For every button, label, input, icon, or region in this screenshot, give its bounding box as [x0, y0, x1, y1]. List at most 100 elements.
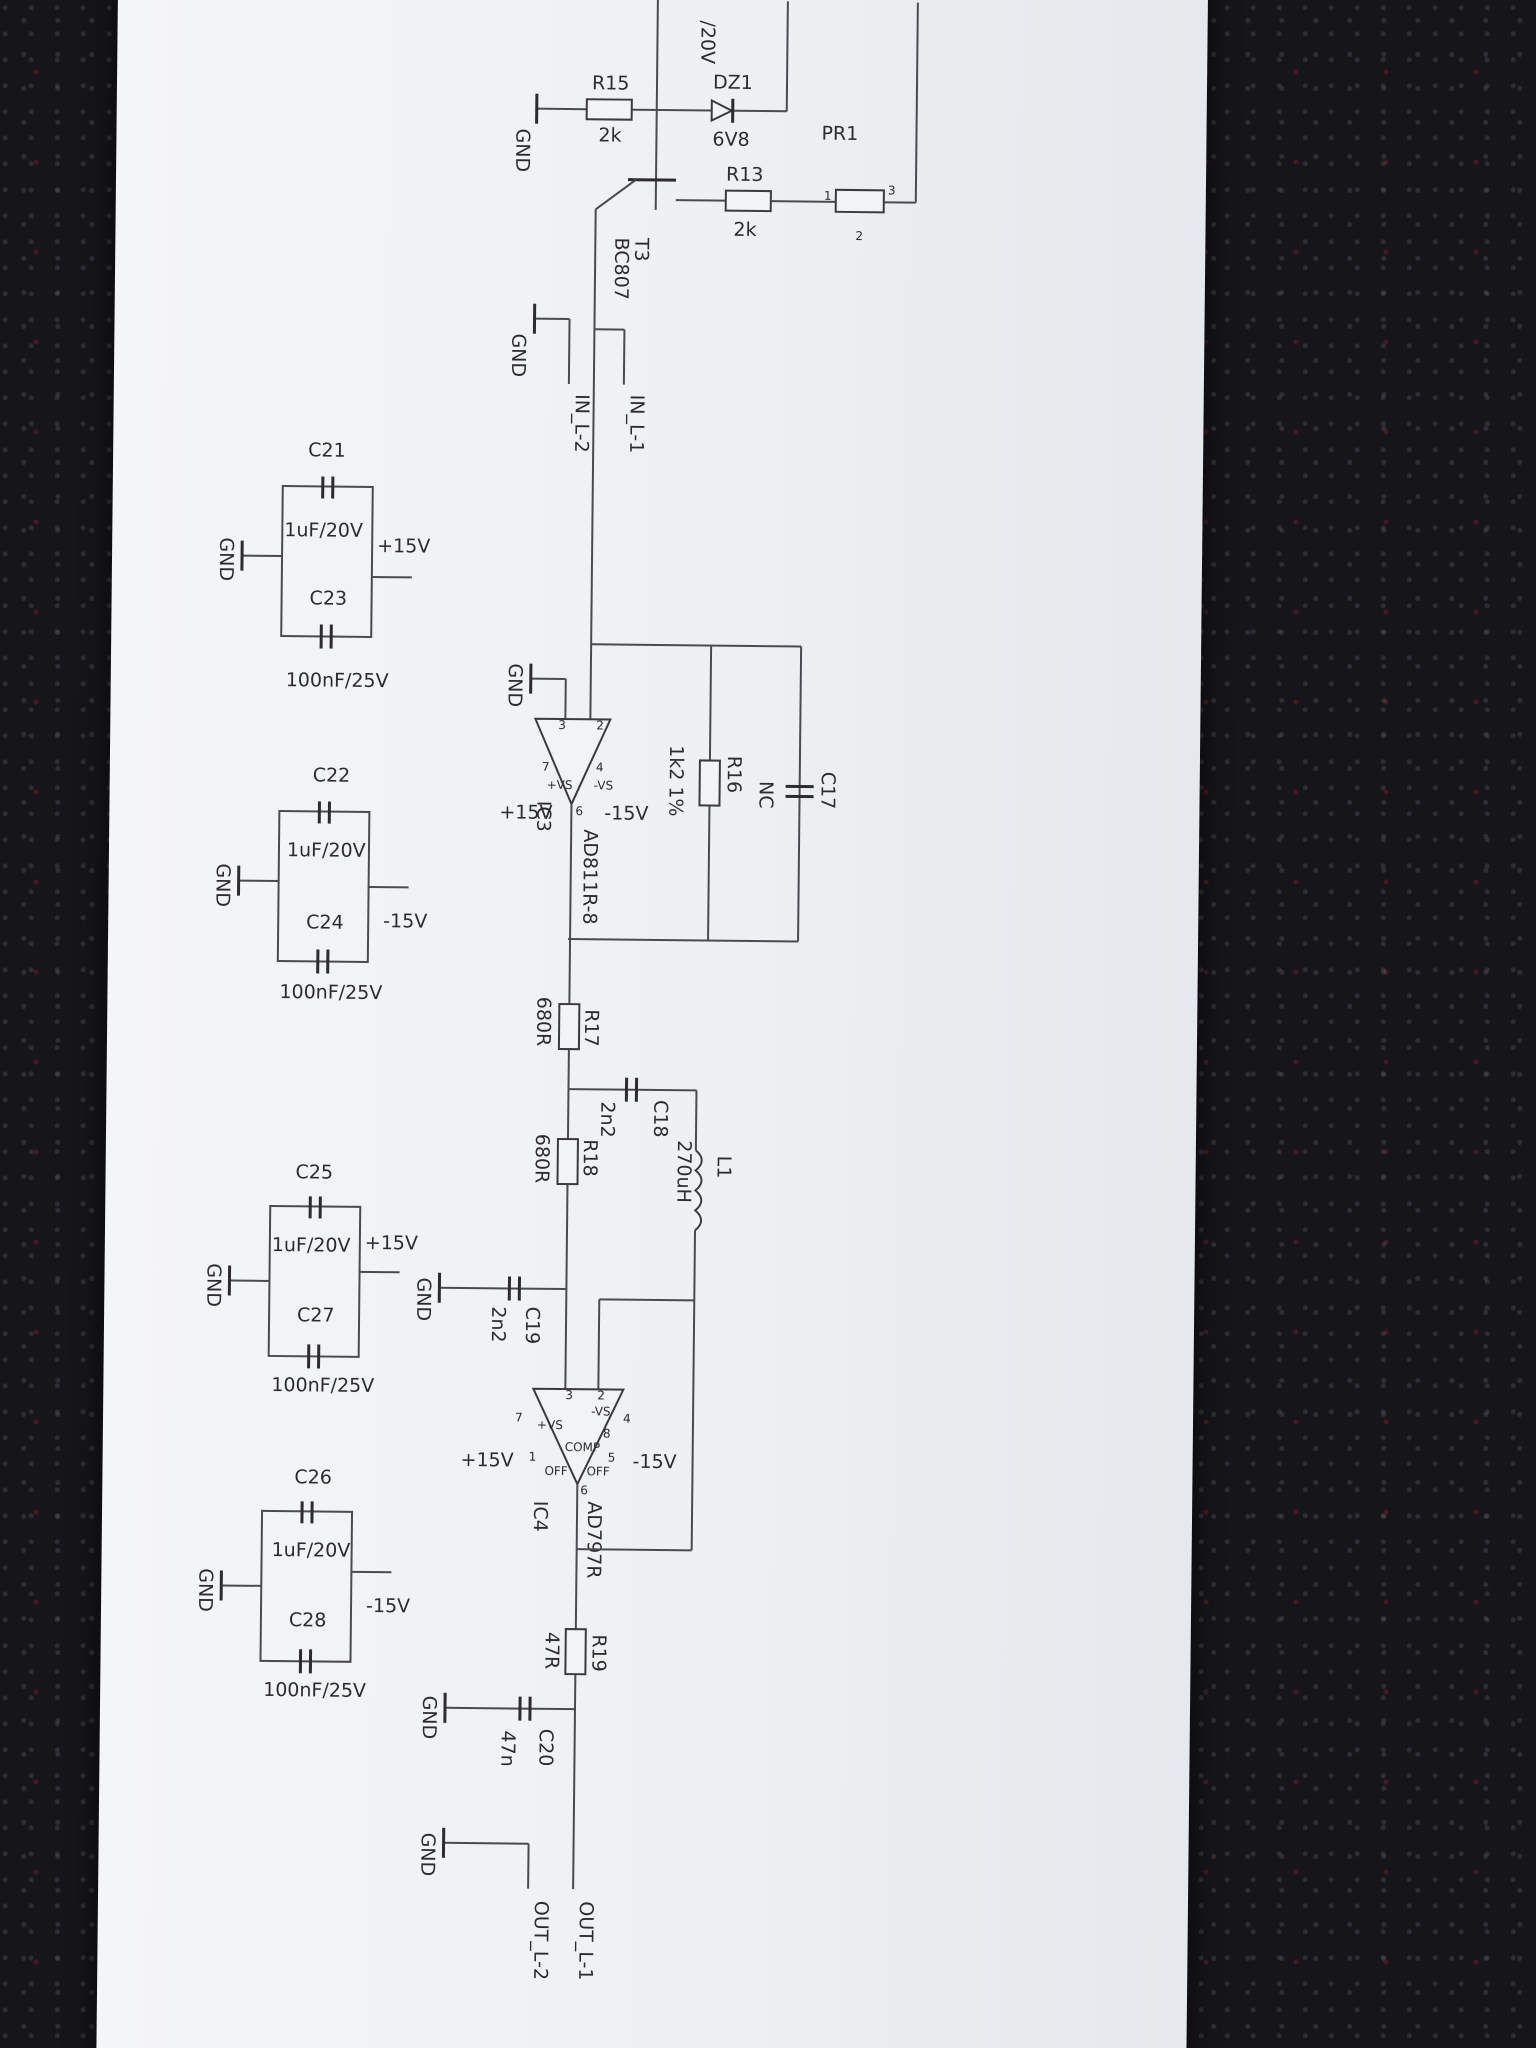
- ic4-part: AD797R: [582, 1501, 605, 1578]
- ic3-pin2: 2: [596, 718, 604, 732]
- ic4-pin5: 5: [608, 1451, 616, 1465]
- c20-value: 47n: [496, 1730, 518, 1766]
- gnd-label: GND: [202, 1263, 224, 1307]
- ic4-vs-neg: -VS: [591, 1404, 611, 1418]
- gnd-label: GND: [416, 1833, 438, 1877]
- decoupling-3-cer-value: 100nF/25V: [263, 1679, 366, 1702]
- c18-value: 2n2: [596, 1101, 618, 1137]
- t3-value: BC807: [610, 237, 633, 299]
- filter-section: R17 680R C18 2n2 L1 270uH R18 680R C19: [412, 939, 735, 1551]
- decoupling-0-elec-ref: C21: [308, 439, 346, 461]
- r13-ref: R13: [726, 164, 764, 186]
- l1-value: 270uH: [672, 1140, 695, 1203]
- decoupling-1-elec-value: 1uF/20V: [287, 839, 366, 862]
- ic4-pin1: 1: [529, 1450, 537, 1464]
- r19-ref: R19: [587, 1634, 609, 1672]
- decoupling-1-cer-ref: C24: [306, 911, 344, 933]
- decoupling-3-cer-ref: C28: [289, 1609, 327, 1631]
- r17-ref: R17: [580, 1009, 602, 1047]
- ic4-pin3: 3: [565, 1388, 573, 1402]
- decoupling-0-rail: +15V: [377, 535, 430, 558]
- ic3-pin6: 6: [575, 804, 583, 818]
- regulator-section: R15 2k GND DZ1 6V8 /20V T3 BC807: [507, 0, 919, 454]
- resistor-r19: [564, 1628, 587, 1676]
- dz1-value: 6V8: [712, 129, 749, 151]
- schematic-paper-sheet: R15 2k GND DZ1 6V8 /20V T3 BC807: [96, 0, 1208, 2048]
- ic4-pin7: 7: [515, 1411, 523, 1425]
- trimmer-pr1: [834, 188, 885, 214]
- input-port-in2: IN_L-2: [570, 394, 593, 453]
- ic3-pin3: 3: [558, 718, 566, 732]
- ic3-pin7: 7: [542, 760, 550, 774]
- ic3-ref: IC3: [532, 801, 554, 832]
- resistor-r17: [557, 1002, 581, 1051]
- opamp-ic4: [531, 1387, 625, 1487]
- r13-value: 2k: [733, 219, 756, 241]
- r16-value: 1k2 1%: [664, 745, 687, 817]
- ic3-neg-supply: -15V: [604, 802, 648, 824]
- ic4-ref: IC4: [529, 1501, 551, 1532]
- decoupling-c21-c23: GND +15V C21 1uF/20V C23 100nF/25V: [215, 439, 431, 692]
- ic4-pin4: 4: [623, 1412, 631, 1426]
- decoupling-c25-c27: GND +15V C25 1uF/20V C27 100nF/25V: [202, 1161, 418, 1397]
- ic3-vs-pos: +VS: [547, 778, 573, 792]
- ic4-pin6: 6: [580, 1483, 588, 1497]
- stage1-ic3-section: GND 3 2 4 7 6 +VS -VS +15V -15V IC3 AD81…: [499, 329, 839, 943]
- decoupling-3-elec-ref: C26: [294, 1466, 332, 1488]
- decoupling-2-rail: +15V: [365, 1232, 418, 1255]
- pr1-pin2: 2: [855, 229, 863, 243]
- ic4-vs-pos: +VS: [537, 1418, 563, 1432]
- stage2-ic4-section: 3 2 7 4 8 5 1 6 COMP OFF OFF +VS -VS +15…: [416, 1319, 692, 1981]
- c20-ref: C20: [534, 1729, 556, 1767]
- c17-ref: C17: [816, 772, 838, 810]
- r17-value: 680R: [532, 997, 555, 1047]
- resistor-r18: [556, 1137, 579, 1186]
- ic4-neg-supply: -15V: [632, 1451, 676, 1473]
- t3-ref: T3: [630, 237, 652, 262]
- pr1-ref: PR1: [821, 123, 858, 145]
- ic3-pos-supply: +15V: [499, 801, 552, 824]
- decoupling-c22-c24: GND -15V C22 1uF/20V C24 100nF/25V: [211, 764, 427, 1004]
- decoupling-1-elec-ref: C22: [313, 764, 351, 786]
- ic4-pos-supply: +15V: [460, 1449, 513, 1472]
- c19-ref: C19: [521, 1307, 543, 1345]
- gnd-label: GND: [412, 1277, 434, 1321]
- decoupling-0-cer-ref: C23: [309, 587, 347, 609]
- resistor-r15: [585, 98, 633, 121]
- gnd-label: GND: [194, 1568, 216, 1612]
- input-port-in1: IN_L-1: [625, 395, 648, 454]
- decoupling-2-elec-value: 1uF/20V: [272, 1234, 351, 1257]
- r15-value: 2k: [598, 124, 621, 146]
- opamp-ic3: [533, 717, 612, 807]
- resistor-r13: [724, 189, 772, 213]
- c19-value: 2n2: [487, 1306, 509, 1342]
- resistor-r16: [698, 759, 721, 807]
- decoupling-2-elec-ref: C25: [295, 1161, 333, 1183]
- ic3-part: AD811R-8: [578, 829, 601, 925]
- gnd-label: GND: [211, 863, 233, 907]
- schematic-drawing: R15 2k GND DZ1 6V8 /20V T3 BC807: [194, 0, 919, 1981]
- r18-value: 680R: [530, 1134, 553, 1184]
- output-port-out2: OUT_L-2: [529, 1901, 552, 1980]
- r18-ref: R18: [579, 1139, 601, 1177]
- ic4-off-right: OFF: [586, 1464, 609, 1478]
- decoupling-1-cer-value: 100nF/25V: [279, 981, 382, 1004]
- ic3-vs-neg: -VS: [594, 778, 614, 792]
- pr1-pin3: 3: [888, 183, 896, 197]
- decoupling-0-elec-value: 1uF/20V: [284, 519, 363, 542]
- c18-ref: C18: [649, 1100, 671, 1138]
- ic4-pin2: 2: [597, 1388, 605, 1402]
- ic3-pin4: 4: [596, 760, 604, 774]
- ic4-off-left: OFF: [544, 1464, 567, 1478]
- gnd-label: GND: [507, 333, 529, 377]
- decoupling-2-cer-value: 100nF/25V: [271, 1374, 374, 1397]
- ic4-pin8: 8: [603, 1426, 611, 1440]
- c17-value: NC: [754, 781, 776, 809]
- ic4-comp: COMP: [565, 1440, 601, 1454]
- decoupling-c26-c28: GND -15V C26 1uF/20V C28 100nF/25V: [194, 1466, 410, 1702]
- pr1-pin1: 1: [824, 189, 832, 203]
- decoupling-3-elec-value: 1uF/20V: [272, 1539, 351, 1562]
- output-port-out1: OUT_L-1: [574, 1901, 597, 1980]
- decoupling-0-cer-value: 100nF/25V: [286, 669, 389, 692]
